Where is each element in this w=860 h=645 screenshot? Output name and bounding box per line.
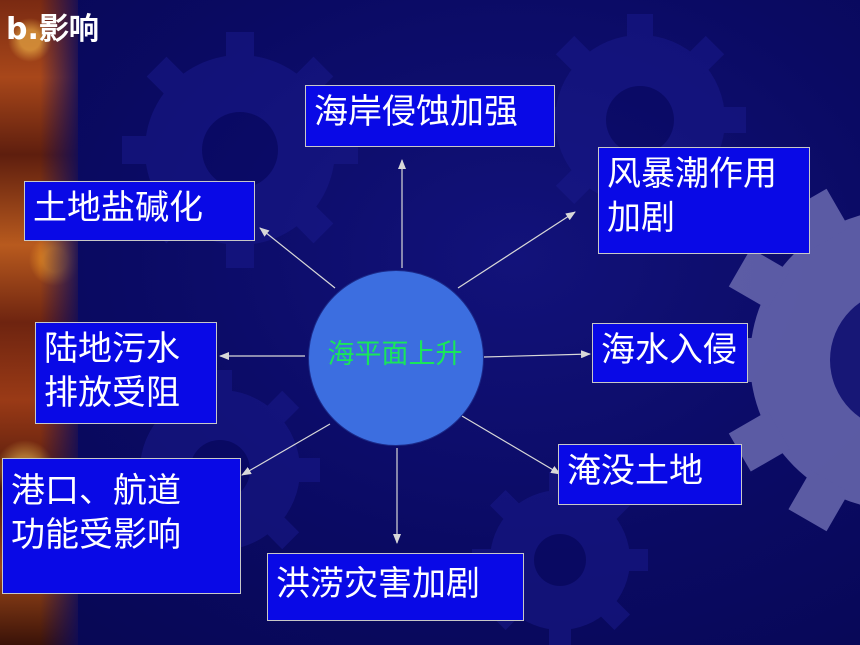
arrow-to-seawater-intrusion [483,350,591,359]
box-drainage-line-2: 排放受阻 [44,373,180,413]
box-drainage-line-1: 陆地污水 [44,329,180,369]
center-label: 海平面上升 [327,339,463,370]
box-coast-erosion: 海岸侵蚀加强 [305,85,555,147]
box-storm-surge: 风暴潮作用 加剧 [598,147,810,254]
box-port-line-2: 功能受影响 [11,515,181,555]
large-gear-icon [715,188,860,532]
box-flood-text: 洪涝灾害加剧 [276,564,480,604]
box-port: 港口、航道 功能受影响 [2,458,241,594]
box-inundation-text: 淹没土地 [567,451,703,491]
arrow-to-salinization [259,227,336,289]
slide-title: b.影响 [6,12,99,47]
arrow-to-port [241,423,331,476]
box-inundation: 淹没土地 [558,444,742,505]
box-flood: 洪涝灾害加剧 [267,553,524,621]
box-salinization: 土地盐碱化 [24,181,255,241]
arrow-to-inundation [461,415,561,475]
box-seawater-intrusion: 海水入侵 [592,323,748,383]
arrow-to-storm-surge [457,211,576,289]
box-coast-erosion-text: 海岸侵蚀加强 [314,92,518,132]
box-seawater-intrusion-text: 海水入侵 [601,330,737,370]
box-drainage: 陆地污水 排放受阻 [35,322,217,424]
center-circle [308,270,484,446]
box-storm-surge-line-2: 加剧 [607,198,675,238]
box-salinization-text: 土地盐碱化 [33,188,203,228]
box-storm-surge-line-1: 风暴潮作用 [607,154,777,194]
box-port-line-1: 港口、航道 [11,471,181,511]
